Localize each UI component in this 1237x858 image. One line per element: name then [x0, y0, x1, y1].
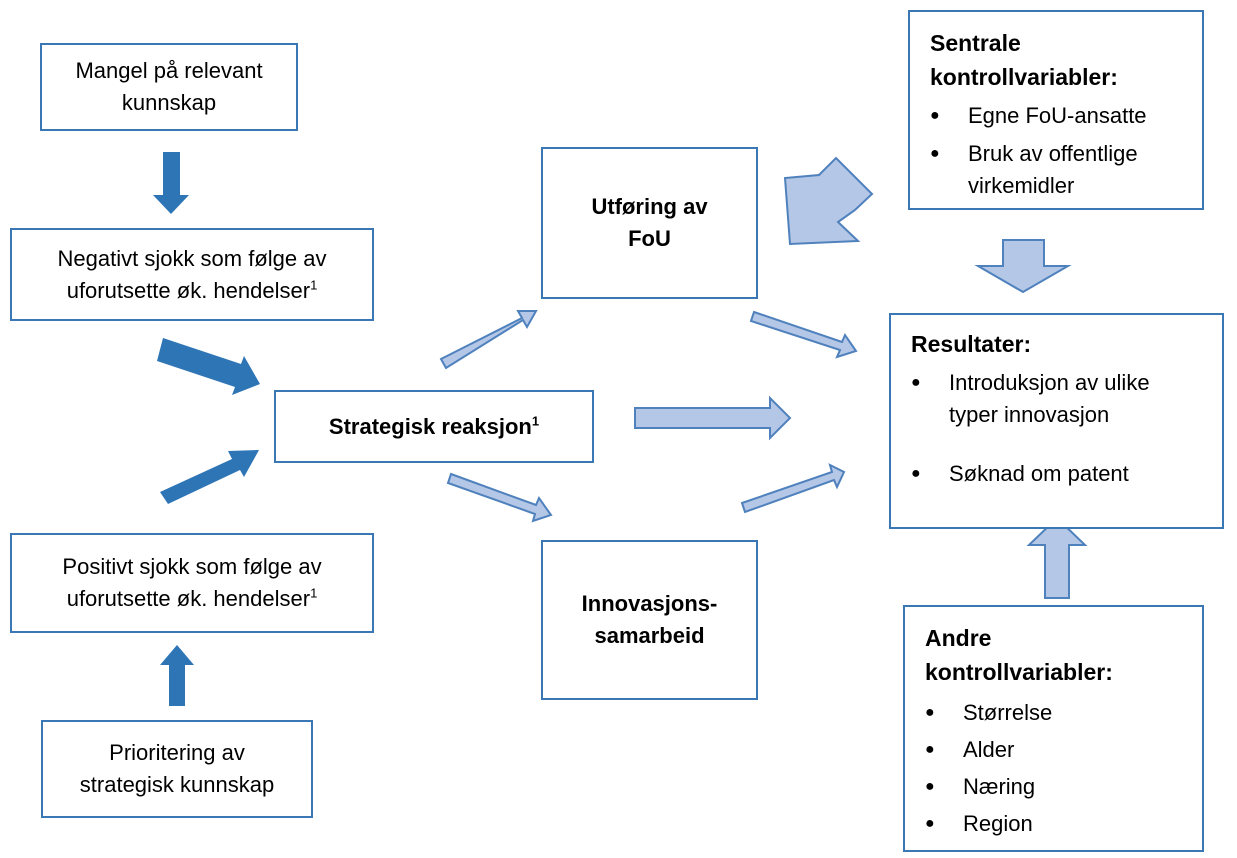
andre-list: Størrelse Alder Næring Region: [925, 697, 1192, 840]
sentrale-list: Egne FoU-ansatte Bruk av offentlige virk…: [930, 100, 1192, 202]
arrow-mangel-to-negativt: [153, 152, 189, 214]
arrow-sentrale-to-resultater: [974, 239, 1072, 294]
arrow-innovasjon-to-resultater: [740, 463, 846, 514]
negativt-footnote: 1: [310, 277, 318, 293]
andre-item: Størrelse: [925, 697, 1192, 729]
arrow-andre-to-resultater: [1026, 516, 1088, 599]
box-negativt-sjokk: Negativt sjokk som følge av uforutsette …: [10, 228, 374, 321]
arrow-strategisk-to-innovasjon: [446, 472, 553, 523]
resultater-item: Søknad om patent: [911, 458, 1212, 490]
box-andre-kontrollvariabler: Andre kontrollvariabler: Størrelse Alder…: [903, 605, 1204, 852]
box-negativt-sjokk-label: Negativt sjokk som følge av uforutsette …: [32, 243, 352, 307]
box-mangel-label: Mangel på relevant kunnskap: [75, 58, 263, 115]
box-innovasjonssamarbeid: Innovasjons-samarbeid: [541, 540, 758, 700]
arrow-positivt-to-strategisk: [160, 450, 259, 504]
positivt-footnote: 1: [310, 585, 318, 601]
arrow-negativt-to-strategisk: [157, 338, 260, 395]
sentrale-item: Bruk av offentlige virkemidler: [930, 138, 1192, 202]
box-prioritering: Prioritering av strategisk kunnskap: [41, 720, 313, 818]
box-resultater: Resultater: Introduksjon av ulike typer …: [889, 313, 1224, 529]
box-sentrale-kontrollvariabler: Sentrale kontrollvariabler: Egne FoU-ans…: [908, 10, 1204, 210]
positivt-text: Positivt sjokk som følge av uforutsette …: [62, 554, 322, 611]
andre-item: Region: [925, 808, 1192, 840]
box-utforing-label: Utføring av FoU: [591, 194, 708, 251]
andre-item: Næring: [925, 771, 1192, 803]
arrow-strategisk-to-utforing: [439, 310, 538, 370]
box-positivt-sjokk: Positivt sjokk som følge av uforutsette …: [10, 533, 374, 633]
resultater-list: Introduksjon av ulike typer innovasjon S…: [911, 367, 1212, 490]
box-strategisk-reaksjon: Strategisk reaksjon1: [274, 390, 594, 463]
strategisk-footnote: 1: [531, 413, 540, 429]
box-strategisk-label: Strategisk reaksjon1: [329, 411, 539, 443]
arrow-prioritering-to-positivt: [160, 645, 194, 706]
andre-title: Andre kontrollvariabler:: [925, 625, 1113, 685]
sentrale-item: Egne FoU-ansatte: [930, 100, 1192, 132]
strategisk-text: Strategisk reaksjon: [328, 413, 532, 439]
box-utforing-fou: Utføring av FoU: [541, 147, 758, 299]
box-positivt-sjokk-label: Positivt sjokk som følge av uforutsette …: [32, 551, 352, 615]
negativt-text: Negativt sjokk som følge av uforutsette …: [57, 245, 327, 303]
box-innovasjon-label: Innovasjons-samarbeid: [581, 591, 718, 648]
arrow-sentrale-to-utforing: [783, 156, 874, 246]
arrow-strategisk-to-resultater: [634, 395, 792, 441]
sentrale-title: Sentrale kontrollvariabler:: [930, 30, 1118, 90]
andre-item: Alder: [925, 734, 1192, 766]
box-prioritering-label: Prioritering av strategisk kunnskap: [79, 740, 275, 797]
resultater-item: Introduksjon av ulike typer innovasjon: [911, 367, 1199, 431]
box-mangel: Mangel på relevant kunnskap: [40, 43, 298, 131]
resultater-title: Resultater:: [911, 331, 1032, 357]
arrow-utforing-to-resultater: [749, 310, 858, 359]
